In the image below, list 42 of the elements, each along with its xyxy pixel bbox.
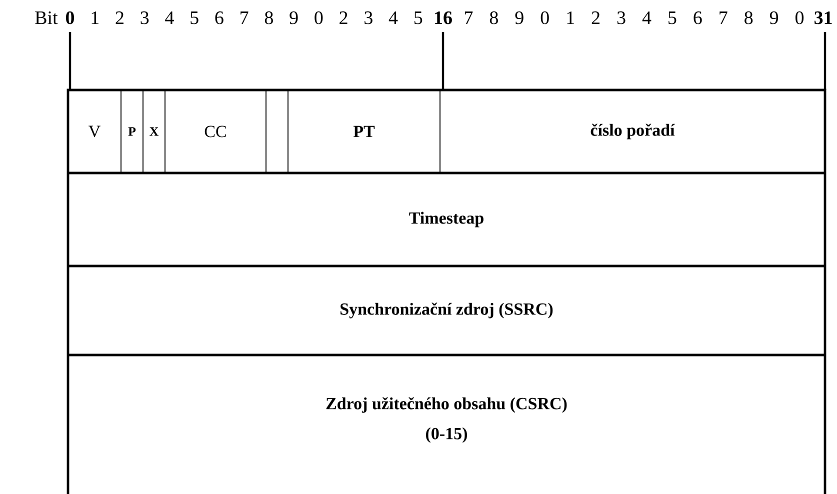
- node-label: Synchronizační zdroj (SSRC): [340, 302, 553, 318]
- bit-number: 5: [668, 12, 676, 24]
- bit-number: 5: [190, 12, 198, 24]
- bit-number: 8: [490, 11, 498, 24]
- bit-number: 0: [66, 11, 74, 24]
- bit-number: 9: [515, 11, 524, 24]
- bit-number: 2: [340, 11, 348, 24]
- bit-number: 0: [540, 11, 549, 24]
- field-box: CC: [164, 90, 266, 174]
- bit-number: 9: [770, 11, 778, 24]
- bit-number: 3: [364, 11, 372, 24]
- bit-number: 4: [642, 12, 652, 24]
- bit-number: 4: [165, 12, 174, 24]
- field-box: číslo pořadí: [440, 90, 826, 174]
- field-box: PT: [288, 90, 440, 174]
- bit-number: 6: [215, 11, 224, 24]
- bit-number: 7: [720, 12, 728, 24]
- bit-number: 7: [240, 12, 248, 24]
- bit-number: 3: [617, 11, 626, 24]
- bit-number: 3: [140, 11, 149, 24]
- node-label: V: [88, 126, 100, 138]
- node-label: (0-15): [426, 427, 467, 443]
- bit-number: 4: [388, 12, 398, 24]
- bit-number: 0: [796, 11, 804, 24]
- bit-number: 1: [567, 11, 574, 24]
- bit-number: 16: [435, 11, 452, 24]
- field-box: X: [142, 90, 166, 174]
- bit-number: 8: [744, 11, 753, 24]
- bit-number: 2: [592, 11, 600, 24]
- bit-number: 7: [464, 12, 473, 24]
- bit-number: 0: [314, 11, 323, 24]
- bit-number: 2: [116, 11, 124, 24]
- bit-number: 9: [290, 11, 298, 24]
- node-label: Zdroj užitečného obsahu (CSRC): [326, 397, 567, 413]
- bit-number: 8: [264, 11, 273, 24]
- bit-number: 31: [814, 11, 832, 24]
- bit-label: Bit: [35, 11, 58, 24]
- node-label: Timesteap: [409, 212, 484, 228]
- bit-number: 6: [694, 11, 702, 24]
- bit-number: 5: [414, 12, 422, 24]
- bit-number: 1: [92, 11, 98, 24]
- field-box: P: [120, 90, 144, 174]
